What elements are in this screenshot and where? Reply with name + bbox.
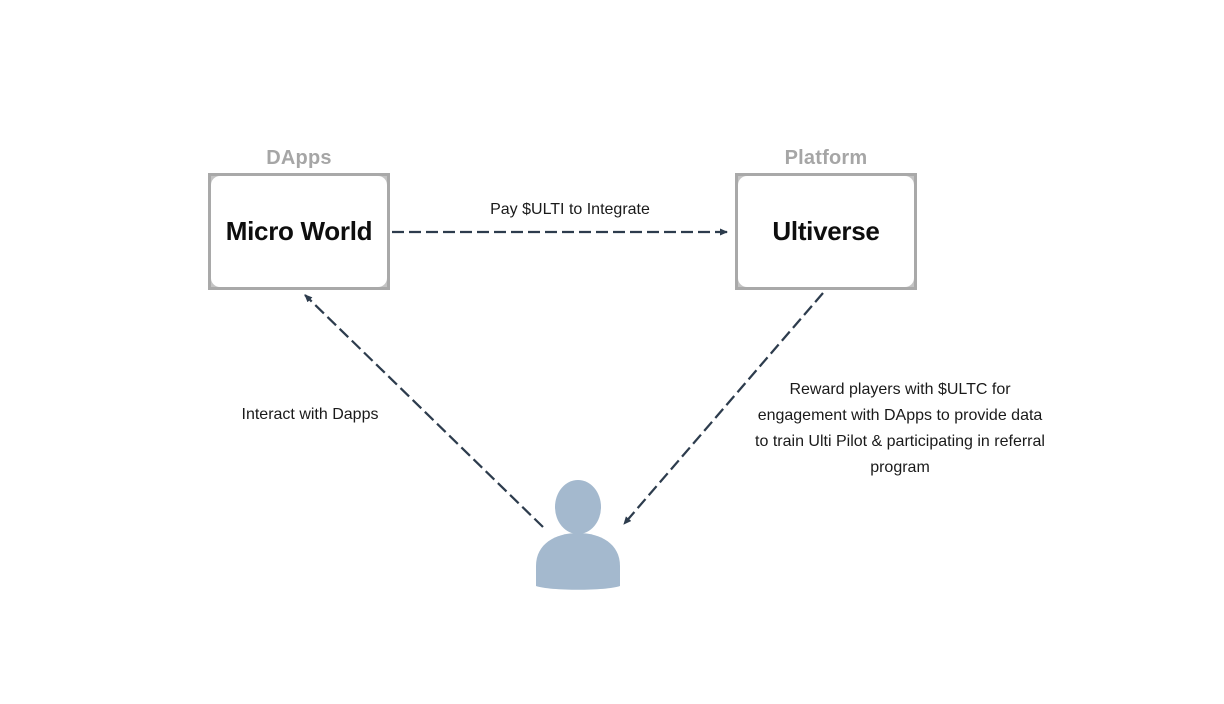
reward-edge-label-line-1: Reward players with $ULTC for — [789, 381, 1011, 398]
micro-world-node-inner: Micro World — [211, 176, 387, 287]
reward-edge-label-line-2: engagement with DApps to provide data — [757, 407, 1043, 424]
dapps-group-label: DApps — [266, 147, 332, 169]
micro-world-node-title: Micro World — [225, 216, 373, 246]
person-icon — [536, 480, 620, 590]
micro-world-node: Micro World — [208, 173, 390, 290]
reward-edge-label-line-3: to train Ulti Pilot & participating in r… — [755, 433, 1045, 450]
platform-group-label: Platform — [784, 147, 868, 169]
ultiverse-node-title: Ultiverse — [772, 216, 880, 246]
reward-edge-label: Reward players with $ULTC for engagement… — [725, 377, 1075, 481]
ultiverse-node: Ultiverse — [735, 173, 917, 290]
pay-edge-label: Pay $ULTI to Integrate — [490, 201, 650, 218]
interact-edge-label: Interact with Dapps — [241, 406, 379, 423]
reward-edge-label-line-4: program — [870, 459, 930, 476]
ultiverse-node-inner: Ultiverse — [738, 176, 914, 287]
interact-arrow — [304, 294, 544, 528]
